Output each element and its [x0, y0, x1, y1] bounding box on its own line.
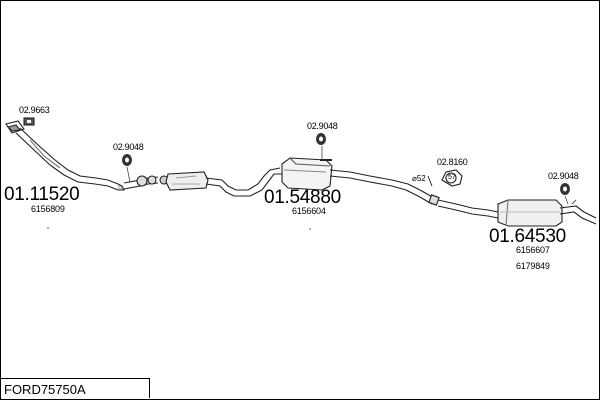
front-silencer-shape	[123, 171, 209, 191]
fitting-ref-02-9048-rear[interactable]: 02.9048	[548, 171, 579, 181]
fitting-badge-label: 57	[448, 174, 456, 181]
rear-silencer-shape	[497, 199, 597, 227]
oem-number-rear-1: 6156607	[516, 245, 550, 255]
oem-number-rear-2: 6179849	[516, 261, 550, 271]
rear-pipe-shape	[428, 194, 499, 219]
middle-pipe-shape	[205, 167, 281, 191]
fitting-ref-02-9663[interactable]: 02.9663	[19, 105, 50, 115]
middle-silencer-shape	[281, 157, 435, 205]
diagram-title-box: FORD75750A	[0, 378, 150, 398]
part-number-middle[interactable]: 01.54880	[264, 187, 341, 208]
pipe-diameter-label: ⌀52	[412, 174, 426, 183]
clamp-fitting-icon	[441, 169, 463, 187]
rubber-mount-icon	[122, 133, 570, 195]
oem-number-middle: 6156604	[292, 206, 326, 216]
fitting-ref-02-9048-front[interactable]: 02.9048	[113, 142, 144, 152]
diameter-marker	[427, 175, 433, 187]
part-number-rear[interactable]: 01.64530	[489, 226, 566, 247]
diagram-title: FORD75750A	[4, 382, 86, 397]
oem-number-front: 6156809	[31, 204, 65, 214]
gasket-icon	[23, 117, 35, 126]
part-number-front[interactable]: 01.11520	[4, 184, 80, 205]
front-pipe-shape	[5, 120, 125, 191]
fitting-ref-02-9048-middle[interactable]: 02.9048	[307, 121, 338, 131]
fitting-ref-02-8160[interactable]: 02.8160	[437, 157, 468, 167]
